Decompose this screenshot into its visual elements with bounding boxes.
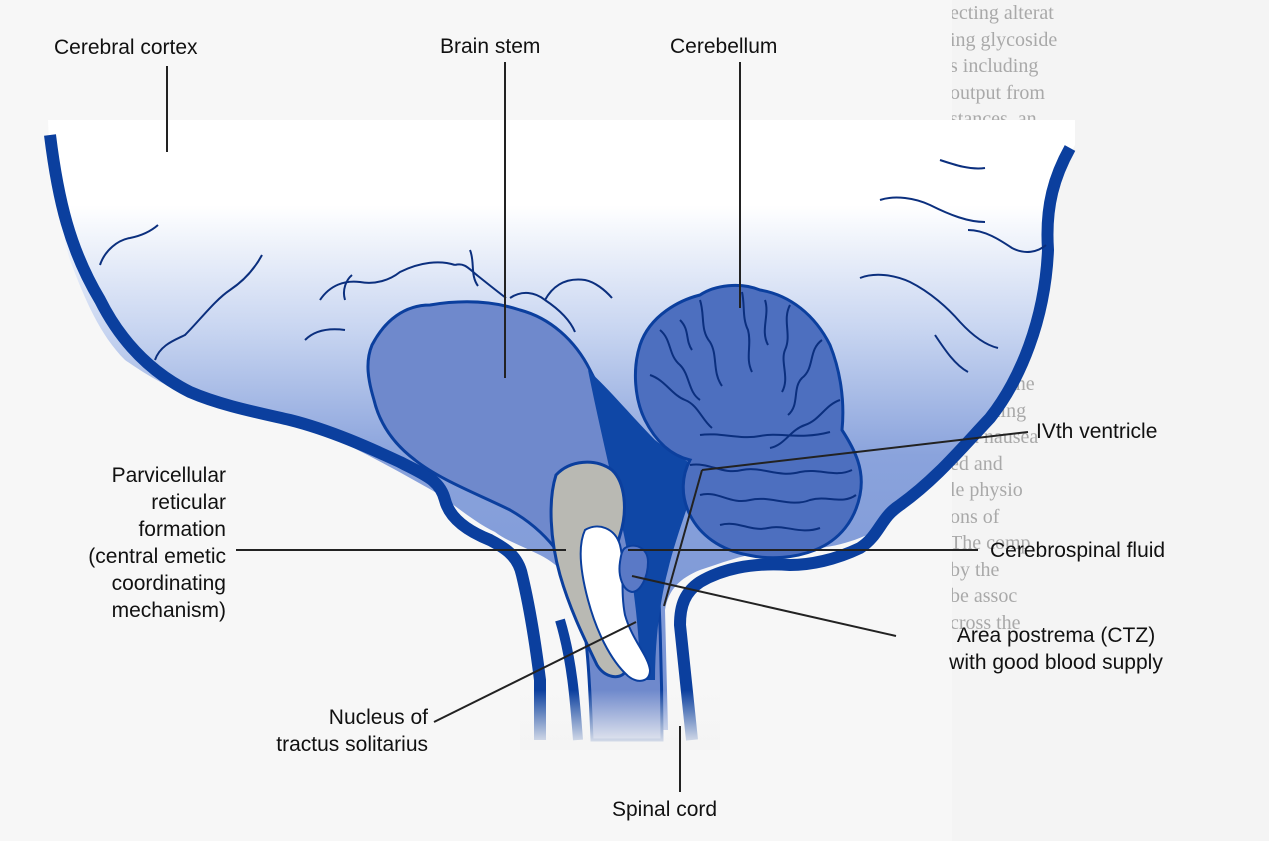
- label-line: formation: [14, 516, 226, 543]
- label-line: coordinating: [14, 570, 226, 597]
- cord-fade: [520, 690, 720, 750]
- label-area-postrema: Area postrema (CTZ) with good blood supp…: [896, 622, 1216, 676]
- label-line: (central emetic: [14, 543, 226, 570]
- label-cerebrospinal-fluid: Cerebrospinal fluid: [990, 537, 1165, 564]
- label-nucleus-tractus-solitarius: Nucleus of tractus solitarius: [206, 704, 428, 758]
- label-line: Area postrema (CTZ): [896, 622, 1216, 649]
- label-line: mechanism): [14, 597, 226, 624]
- label-parvicellular-reticular-formation: Parvicellular reticular formation (centr…: [14, 462, 226, 624]
- label-brain-stem: Brain stem: [440, 33, 540, 60]
- label-line: Nucleus of: [206, 704, 428, 731]
- label-ivth-ventricle: IVth ventricle: [1036, 418, 1157, 445]
- label-cerebral-cortex: Cerebral cortex: [54, 34, 198, 61]
- label-line: Parvicellular: [14, 462, 226, 489]
- label-line: tractus solitarius: [206, 731, 428, 758]
- label-line: reticular: [14, 489, 226, 516]
- label-cerebellum: Cerebellum: [670, 33, 777, 60]
- label-spinal-cord: Spinal cord: [612, 796, 717, 823]
- label-line: with good blood supply: [896, 649, 1216, 676]
